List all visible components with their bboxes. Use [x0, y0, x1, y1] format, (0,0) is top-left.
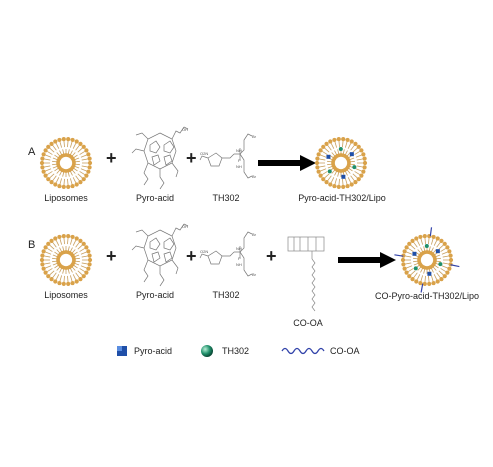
svg-text:O2N: O2N — [200, 249, 208, 254]
co-oa-label: CO-OA — [293, 318, 323, 328]
panel-a-letter: A — [28, 146, 36, 158]
panel-b-letter: B — [28, 239, 36, 251]
svg-text:Br: Br — [252, 232, 257, 237]
liposome-b — [39, 234, 93, 286]
co-oa-structure — [287, 236, 325, 312]
legend-label-pyro: Pyro-acid — [134, 346, 173, 356]
svg-text:Br: Br — [252, 174, 257, 179]
svg-text:NH: NH — [236, 262, 242, 267]
pyro-acid-legend-icon — [117, 346, 127, 356]
svg-text:NH: NH — [236, 246, 242, 251]
plus-b-1: + — [106, 246, 117, 266]
svg-text:NH: NH — [236, 148, 242, 153]
pyro-acid-structure-a: OH — [131, 126, 189, 190]
svg-text:Br: Br — [252, 134, 257, 139]
product-label-b: CO-Pyro-acid-TH302/Lipo — [374, 291, 480, 301]
product-liposome-a — [314, 137, 368, 189]
plus-a-1: + — [106, 148, 117, 168]
reaction-arrow-a — [258, 155, 316, 171]
svg-text:O2N: O2N — [200, 151, 208, 156]
svg-text:P: P — [238, 158, 241, 163]
co-oa-legend-icon — [281, 347, 325, 355]
reaction-arrow-b — [338, 252, 396, 268]
pyro-acid-label-a: Pyro-acid — [135, 193, 174, 203]
pyro-acid-structure-b: OH — [131, 223, 189, 287]
svg-text:NH: NH — [236, 164, 242, 169]
th302-legend-icon — [201, 345, 213, 357]
product-liposome-b — [394, 227, 460, 293]
plus-b-3: + — [266, 246, 277, 266]
legend-label-th302: TH302 — [222, 346, 250, 356]
product-label-a: Pyro-acid-TH302/Lipo — [298, 193, 386, 203]
legend-label-co-oa: CO-OA — [330, 346, 360, 356]
plus-a-2: + — [186, 148, 197, 168]
svg-text:P: P — [238, 256, 241, 261]
liposome-a — [39, 137, 93, 189]
th302-label-a: TH302 — [212, 193, 240, 203]
svg-text:OH: OH — [182, 127, 188, 132]
svg-text:OH: OH — [182, 224, 188, 229]
svg-text:Br: Br — [252, 272, 257, 277]
liposomes-label-b: Liposomes — [44, 290, 88, 300]
liposomes-label-a: Liposomes — [44, 193, 88, 203]
pyro-acid-label-b: Pyro-acid — [135, 290, 174, 300]
plus-b-2: + — [186, 246, 197, 266]
th302-label-b: TH302 — [212, 290, 240, 300]
